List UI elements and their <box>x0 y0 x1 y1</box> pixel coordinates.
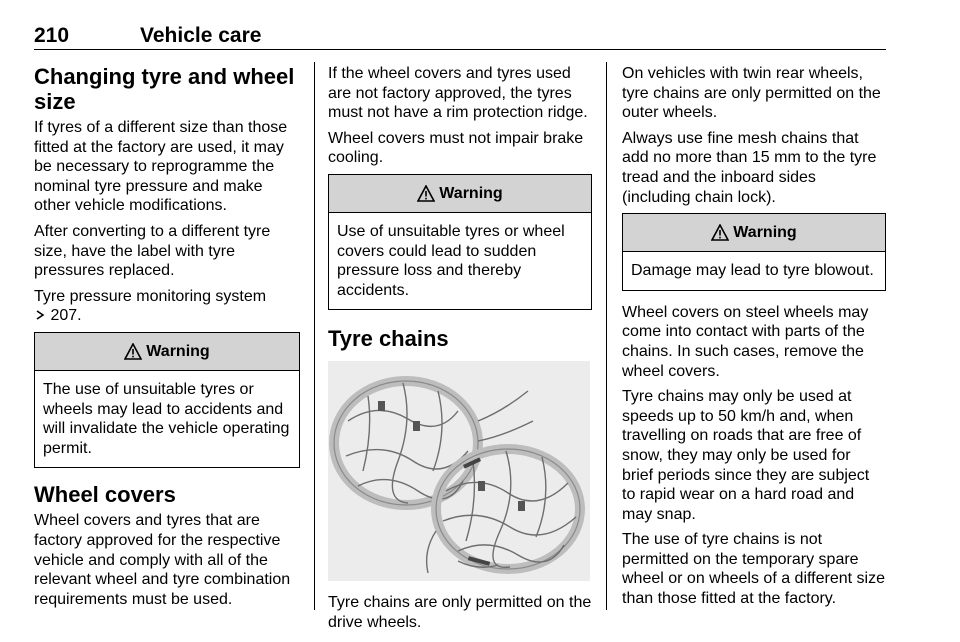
paragraph: Wheel covers must not impair brake cooli… <box>328 129 584 167</box>
paragraph: On vehicles with twin rear wheels, tyre … <box>622 65 881 122</box>
warning-title: Warning <box>733 223 797 241</box>
heading-wheel-covers: Wheel covers <box>34 482 176 508</box>
paragraph: The use of tyre chains is not permitted … <box>622 531 885 608</box>
heading-tyre-chains: Tyre chains <box>328 326 449 352</box>
heading-changing-tyre-size: Changing tyre and wheel size <box>34 64 295 114</box>
warning-header: Warning <box>35 332 299 371</box>
paragraph: Always use fine mesh chains that add no … <box>622 129 877 206</box>
paragraph: After converting to a different tyre siz… <box>34 222 271 280</box>
column-1: Changing tyre and wheel size If tyres of… <box>34 64 300 615</box>
paragraph: Wheel covers and tyres that are factory … <box>34 512 291 608</box>
column-divider <box>314 62 315 610</box>
page-header: 210 Vehicle care <box>34 22 886 50</box>
column-3: On vehicles with twin rear wheels, tyre … <box>622 64 886 615</box>
paragraph: If the wheel covers and tyres used are n… <box>328 65 588 122</box>
paragraph-tpms-ref: Tyre pressure monitoring system 207. <box>34 287 300 326</box>
paragraph-text: Tyre pressure monitoring system <box>34 287 267 305</box>
page-ref-link[interactable]: 207. <box>50 307 82 325</box>
warning-triangle-icon <box>124 342 143 360</box>
warning-body: The use of unsuitable tyres or wheels ma… <box>43 380 290 457</box>
warning-title: Warning <box>146 342 210 360</box>
warning-box: Warning Use of unsuitable tyres or wheel… <box>328 173 592 311</box>
warning-box: Warning The use of unsuitable tyres or w… <box>34 331 300 469</box>
warning-body: Damage may lead to tyre blowout. <box>631 262 874 280</box>
tyre-chains-illustration <box>328 361 590 582</box>
column-divider <box>606 62 607 610</box>
section-title: Vehicle care <box>140 24 262 47</box>
paragraph: Tyre chains may only be used at speeds u… <box>622 388 870 523</box>
paragraph: Tyre chains are only permitted on the dr… <box>328 594 592 631</box>
warning-box: Warning Damage may lead to tyre blowout. <box>622 213 886 291</box>
page-number: 210 <box>34 24 70 47</box>
paragraph: Wheel covers on steel wheels may come in… <box>622 303 869 380</box>
warning-header: Warning <box>329 174 591 213</box>
paragraph: If tyres of a different size than those … <box>34 119 288 215</box>
page-ref-arrow-icon <box>34 307 46 321</box>
warning-title: Warning <box>439 184 503 202</box>
warning-triangle-icon <box>417 184 436 202</box>
column-2: If the wheel covers and tyres used are n… <box>328 64 592 639</box>
warning-header: Warning <box>623 214 885 253</box>
warning-triangle-icon <box>711 224 730 241</box>
warning-body: Use of unsuitable tyres or wheel covers … <box>337 222 565 299</box>
